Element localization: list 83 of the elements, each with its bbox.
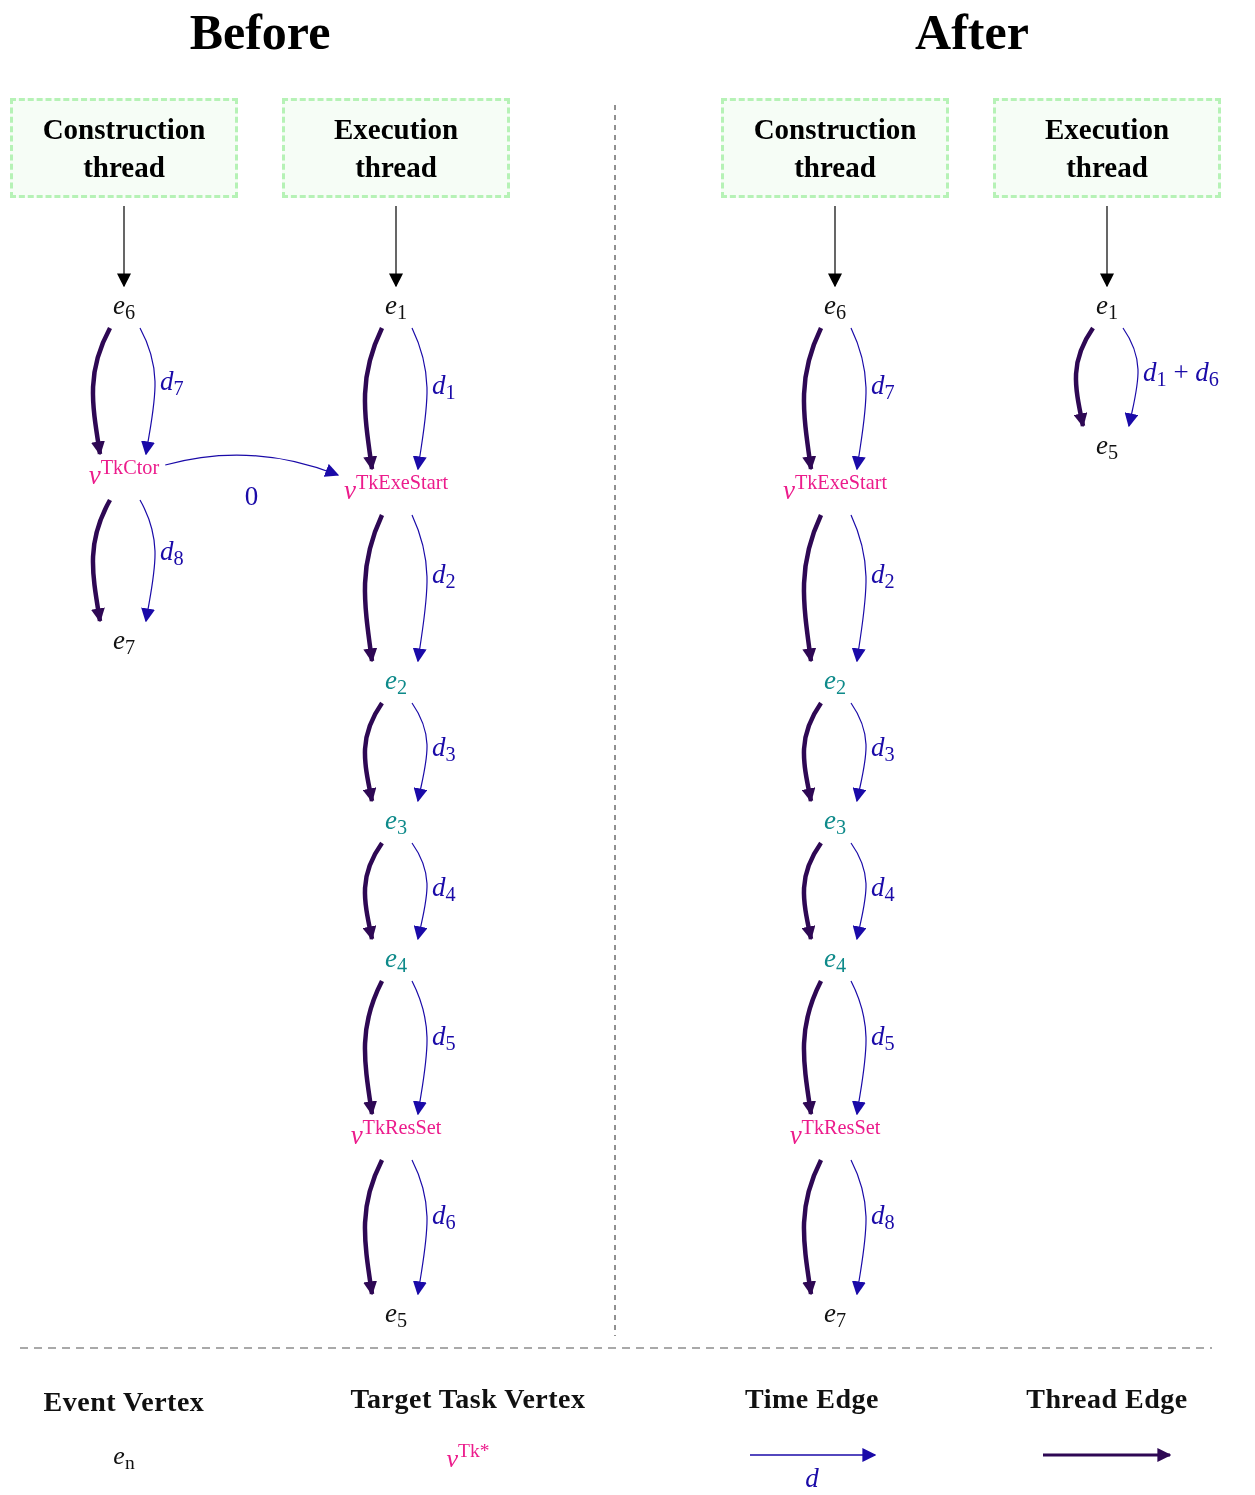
task-vertex-sample: v$^{Tk*}$: [446, 1438, 490, 1475]
legend-label: Target Task Vertex: [350, 1382, 586, 1416]
event-vertex-sample: e$_{n}$: [113, 1439, 135, 1475]
edge-label: d$_{6}$: [432, 1200, 456, 1231]
thread-box: Construction thread: [721, 98, 949, 198]
task-vertex: v$^{TkExeStart}$: [343, 473, 449, 507]
legend-label: Time Edge: [745, 1382, 879, 1416]
arrow: [801, 701, 823, 803]
event-vertex: e$_{3}$: [823, 805, 847, 835]
event-vertex: e$_{4}$: [384, 943, 408, 973]
event-vertex: e$_{7}$: [823, 1298, 847, 1328]
event-vertex: e$_{6}$: [112, 290, 136, 320]
arrow: [362, 1159, 385, 1296]
arrow: [801, 1159, 824, 1296]
arrow: [411, 980, 428, 1116]
arrow: [139, 327, 156, 456]
arrow: [117, 205, 131, 288]
thread-box: Execution thread: [993, 98, 1221, 198]
panel-title: After: [915, 2, 1029, 62]
task-vertex: v$^{TkExeStart}$: [782, 473, 888, 507]
edge-label: d$_{8}$: [871, 1200, 895, 1231]
edge-label: d$_{1}$ + d$_{6}$: [1143, 357, 1219, 388]
arrow: [411, 327, 428, 471]
edge-label: 0: [244, 481, 259, 511]
arrow: [411, 1159, 428, 1296]
arrow: [850, 514, 867, 663]
arrow: [90, 498, 112, 623]
arrow: [850, 1159, 867, 1296]
edge-label: d$_{7}$: [160, 365, 184, 396]
time-symbol: d: [805, 1461, 819, 1495]
legend-label: Thread Edge: [1026, 1382, 1188, 1416]
arrow: [411, 514, 428, 663]
arrow: [362, 980, 385, 1116]
arrow: [362, 327, 385, 471]
arrow: [850, 980, 867, 1116]
edge-label: d$_{4}$: [871, 871, 895, 902]
arrow: [1100, 205, 1114, 288]
task-vertex: v$^{TkResSet}$: [789, 1118, 881, 1152]
task-vertex: v$^{TkCtor}$: [88, 458, 160, 492]
arrow: [850, 702, 867, 803]
arrow: [139, 499, 156, 623]
edge-label: d$_{2}$: [871, 558, 895, 589]
event-vertex: e$_{5}$: [1095, 430, 1119, 460]
arrow: [828, 205, 842, 288]
event-vertex: e$_{3}$: [384, 805, 408, 835]
arrow: [801, 514, 824, 663]
edge-label: d$_{8}$: [160, 536, 184, 567]
edge-label: d$_{4}$: [432, 871, 456, 902]
edge-label: d$_{7}$: [871, 370, 895, 401]
arrow: [90, 327, 112, 456]
event-vertex: e$_{7}$: [112, 625, 136, 655]
arrow: [362, 841, 384, 941]
event-vertex: e$_{6}$: [823, 290, 847, 320]
edge-label: d$_{3}$: [871, 732, 895, 763]
arrow: [389, 205, 403, 288]
edge-label: d$_{5}$: [432, 1020, 456, 1051]
event-vertex: e$_{4}$: [823, 943, 847, 973]
edge-label: d$_{2}$: [432, 558, 456, 589]
task-vertex: v$^{TkResSet}$: [350, 1118, 442, 1152]
event-vertex: e$_{1}$: [384, 290, 408, 320]
arrow: [801, 327, 824, 471]
event-vertex: e$_{1}$: [1095, 290, 1119, 320]
arrow: [801, 841, 823, 941]
arrow: [1122, 327, 1139, 428]
event-vertex: e$_{5}$: [384, 1298, 408, 1328]
arrow: [1073, 326, 1095, 428]
edge-label: d$_{1}$: [432, 370, 456, 401]
arrow: [362, 701, 384, 803]
panel-title: Before: [189, 2, 331, 62]
arrow: [362, 514, 385, 663]
edge-label: d$_{5}$: [871, 1020, 895, 1051]
arrow: [411, 702, 428, 803]
arrow: [801, 980, 824, 1116]
arrow: [411, 842, 428, 941]
arrow: [850, 842, 867, 941]
thread-box: Construction thread: [10, 98, 238, 198]
legend-label: Event Vertex: [43, 1385, 205, 1419]
arrow: [850, 327, 867, 471]
event-vertex: e$_{2}$: [823, 665, 847, 695]
edge-label: d$_{3}$: [432, 732, 456, 763]
arrow: [164, 454, 340, 478]
thread-box: Execution thread: [282, 98, 510, 198]
event-vertex: e$_{2}$: [384, 665, 408, 695]
